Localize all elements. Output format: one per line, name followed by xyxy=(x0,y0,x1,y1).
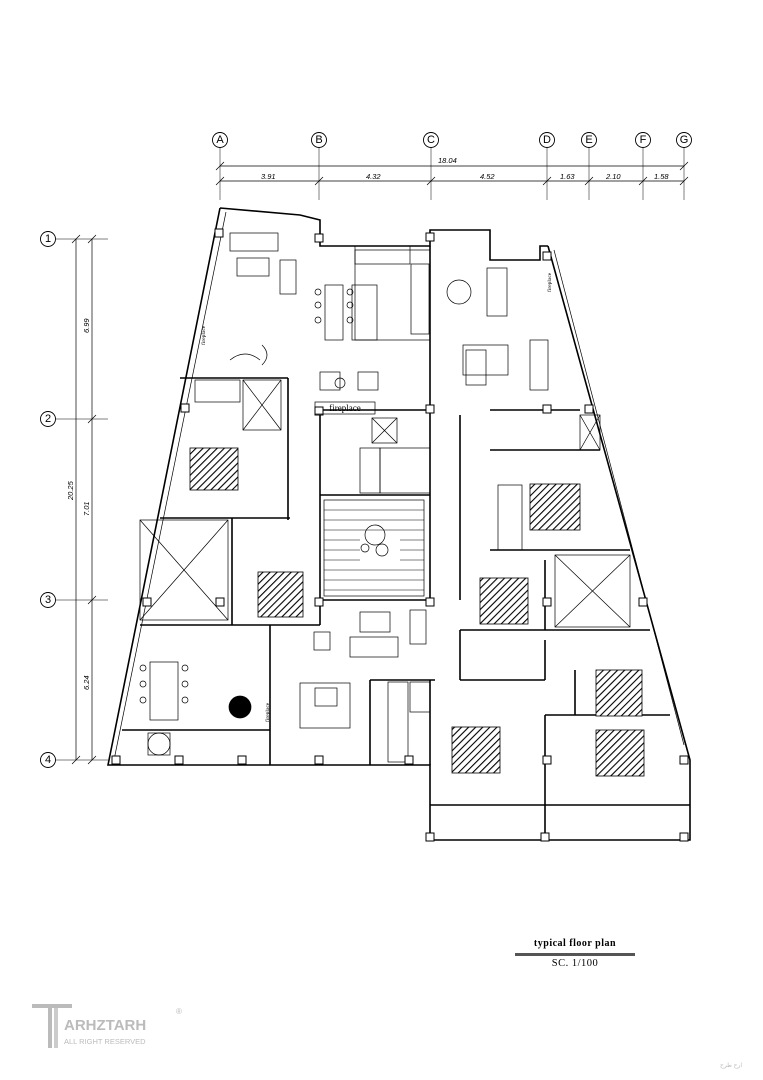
fireplace-label-vertical-1: fireplace xyxy=(200,325,207,345)
svg-text:D: D xyxy=(543,134,551,146)
fireplace-label-main: fireplace xyxy=(329,403,360,413)
interior-details xyxy=(139,245,631,763)
logo-brand: ARHZTARH xyxy=(64,1017,146,1034)
corner-watermark: ارح طرح xyxy=(720,1063,743,1069)
overall-width-dim: 18.04 xyxy=(438,156,457,165)
bed-6 xyxy=(451,726,501,774)
svg-text:3: 3 xyxy=(45,594,51,606)
logo-tagline: ALL RIGHT RESERVED xyxy=(64,1037,146,1046)
structural-columns xyxy=(111,228,689,842)
title-underline xyxy=(515,953,635,956)
grid-row-bubbles: 1 2 3 4 xyxy=(40,231,56,768)
dim-A-B: 3.91 xyxy=(261,172,276,181)
horizontal-dimensions: 18.04 3.91 4.32 4.52 1.63 2.10 1.58 xyxy=(215,156,689,186)
svg-text:E: E xyxy=(585,134,592,146)
plan-scale: SC. 1/100 xyxy=(551,958,599,969)
bed-4 xyxy=(479,577,529,625)
svg-text:G: G xyxy=(680,134,689,146)
fireplace-labels: fireplace fireplace fireplace fireplace xyxy=(200,272,553,722)
dim-D-E: 1.63 xyxy=(560,172,575,181)
fireplace-label-vertical-2: fireplace xyxy=(546,272,553,292)
bed-3 xyxy=(529,483,581,531)
arhztarh-logo: ARHZTARH ® ALL RIGHT RESERVED xyxy=(32,1004,182,1048)
grid-bubble-G: G xyxy=(676,132,692,148)
grid-bubble-3: 3 xyxy=(40,592,56,608)
logo-mark-icon xyxy=(32,1004,72,1048)
svg-text:1: 1 xyxy=(45,233,51,245)
bed-7 xyxy=(595,729,645,777)
svg-text:F: F xyxy=(640,134,647,146)
svg-text:2: 2 xyxy=(45,413,51,425)
vertical-dimensions: 20.25 6.99 7.01 6.24 xyxy=(66,234,97,765)
svg-text:4: 4 xyxy=(45,754,51,766)
svg-text:B: B xyxy=(315,134,322,146)
grid-column-leaders xyxy=(219,148,685,200)
grid-bubble-D: D xyxy=(539,132,555,148)
dim-F-G: 1.58 xyxy=(654,172,669,181)
dim-3-4: 6.24 xyxy=(82,675,91,690)
beds xyxy=(189,447,645,777)
grid-bubble-A: A xyxy=(212,132,228,148)
grid-bubble-4: 4 xyxy=(40,752,56,768)
grid-row-leaders xyxy=(56,238,108,761)
furniture xyxy=(139,232,549,756)
overall-height-dim: 20.25 xyxy=(66,480,75,501)
grid-bubble-F: F xyxy=(635,132,651,148)
logo-registered: ® xyxy=(176,1007,182,1016)
grid-column-bubbles: A B C D E F G xyxy=(212,132,692,148)
fireplace-label-vertical-3: fireplace xyxy=(264,702,271,722)
grid-bubble-E: E xyxy=(581,132,597,148)
grid-bubble-B: B xyxy=(311,132,327,148)
bed-5 xyxy=(595,669,643,717)
dim-C-D: 4.52 xyxy=(480,172,495,181)
svg-text:C: C xyxy=(427,134,435,146)
bed-1 xyxy=(189,447,239,491)
building-outline xyxy=(107,207,691,841)
grid-bubble-2: 2 xyxy=(40,411,56,427)
stair-core xyxy=(323,499,425,597)
grid-bubble-C: C xyxy=(423,132,439,148)
svg-text:A: A xyxy=(216,134,224,146)
title-block: typical floor plan SC. 1/100 xyxy=(505,938,645,969)
grid-bubble-1: 1 xyxy=(40,231,56,247)
bed-2 xyxy=(257,571,304,618)
dim-E-F: 2.10 xyxy=(605,172,621,181)
dim-B-C: 4.32 xyxy=(366,172,381,181)
plan-title: typical floor plan xyxy=(533,938,617,949)
dim-2-3: 7.01 xyxy=(82,501,91,516)
dim-1-2: 6.99 xyxy=(82,318,91,333)
